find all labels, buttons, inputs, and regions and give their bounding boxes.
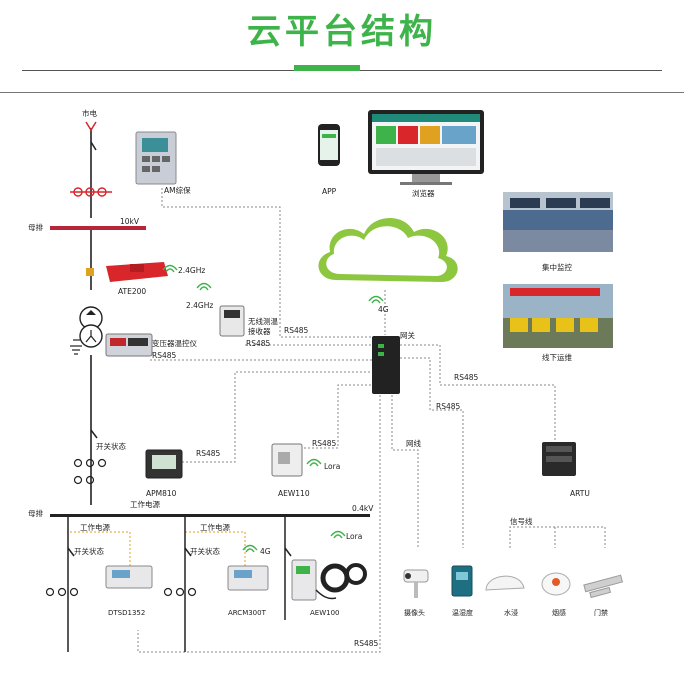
feeder-breakers	[45, 587, 197, 597]
apm810-label: APM810	[146, 489, 177, 498]
water-sensor-device	[485, 575, 525, 591]
wireless-temp-label-2: 接收器	[248, 327, 271, 336]
aew110-device	[271, 443, 303, 477]
wifi-icon-ate200	[162, 264, 178, 273]
camera-device	[403, 569, 429, 598]
central-monitor-photo	[503, 192, 613, 252]
transformer-ctrl-label: 变压器温控仪	[152, 339, 197, 348]
aew100-device	[291, 559, 367, 601]
gateway-device	[372, 336, 400, 394]
wireless-temp-label-1: 无线测温	[248, 317, 278, 326]
bus-top-label: 母排	[28, 223, 43, 232]
browser-label: 浏览器	[412, 189, 435, 198]
section-divider	[0, 92, 684, 93]
rs485-label-5: RS485	[436, 402, 461, 411]
title-divider-accent	[294, 65, 360, 71]
ground-icon	[70, 339, 82, 355]
freq-24-b-label: 2.4GHz	[186, 301, 214, 310]
arcm300t-device	[227, 565, 269, 591]
door-sensor-device	[583, 574, 624, 599]
aew110-label: AEW110	[278, 489, 310, 498]
freq-24-a-label: 2.4GHz	[178, 266, 206, 275]
cloud-shape	[318, 217, 458, 282]
work-power-label-1: 工作电源	[130, 500, 160, 509]
g4-bottom-label: 4G	[260, 547, 271, 556]
city-power-antenna-icon	[85, 121, 97, 132]
gateway-label: 网关	[400, 331, 415, 340]
breaker-row-top	[70, 187, 112, 197]
arcm300t-label: ARCM300T	[228, 609, 266, 617]
kv10-label: 10kV	[120, 217, 140, 226]
switch-state-label-1: 开关状态	[96, 442, 126, 451]
wifi-icon-lora-aew110	[306, 458, 322, 467]
door-label: 门禁	[594, 609, 608, 617]
rs485-label-6: RS485	[196, 449, 221, 458]
feeder-lines	[67, 517, 286, 652]
offline-ops-photo	[503, 284, 613, 348]
breaker-row-mid	[73, 458, 107, 485]
bus-04kv	[50, 514, 370, 517]
aew100-label: AEW100	[310, 609, 340, 617]
wifi-icon-lora-aew100	[330, 530, 346, 539]
switch-state-label-2: 开关状态	[74, 547, 104, 556]
transformer-delta-icon	[86, 310, 96, 315]
smoke-detector-device	[541, 572, 571, 596]
dtsd1352-label: DTSD1352	[108, 609, 146, 617]
signal-line-bracket	[509, 526, 606, 548]
wireless-receiver-device	[219, 305, 245, 337]
am-protect-label: AM综保	[164, 186, 191, 195]
page-title: 云平台结构	[247, 12, 437, 52]
bus-bottom-label: 母排	[28, 509, 43, 518]
g4-top-label: 4G	[378, 305, 389, 314]
network-line-label: 网线	[406, 439, 421, 448]
apm810-device	[145, 449, 183, 479]
central-monitor-label: 集中监控	[542, 263, 572, 272]
am-protect-device	[135, 131, 177, 185]
rs485-label-7: RS485	[312, 439, 337, 448]
temp-humidity-label: 温湿度	[452, 609, 473, 617]
feeder-switches	[67, 547, 292, 557]
transformer-controller-device	[105, 333, 153, 357]
app-phone-device	[318, 124, 340, 166]
work-power-label-2: 工作电源	[80, 523, 110, 532]
work-power-label-3: 工作电源	[200, 523, 230, 532]
work-power-lines	[70, 531, 246, 566]
temp-humidity-device	[451, 565, 473, 597]
ate200-device	[106, 262, 168, 282]
lora-label-1: Lora	[324, 462, 341, 471]
signal-line-label: 信号线	[510, 517, 533, 526]
camera-label: 摄像头	[404, 609, 425, 617]
wifi-icon-4g-top	[368, 295, 384, 304]
mid-switch-icon	[90, 429, 98, 439]
app-label: APP	[322, 187, 337, 196]
switch-state-label-3: 开关状态	[190, 547, 220, 556]
rs485-label-3: RS485	[152, 351, 177, 360]
ate200-junction	[86, 268, 94, 276]
wifi-icon-4g-bottom	[242, 544, 258, 553]
rs485-label-4: RS485	[454, 373, 479, 382]
artu-device	[542, 442, 576, 476]
comm-lines	[137, 188, 556, 653]
browser-monitor-device	[368, 110, 484, 185]
smoke-label: 烟感	[552, 609, 566, 617]
city-power-label: 市电	[82, 109, 97, 118]
rs485-label-2: RS485	[246, 339, 271, 348]
artu-label: ARTU	[570, 489, 590, 498]
lora-label-2: Lora	[346, 532, 363, 541]
ate200-label: ATE200	[118, 287, 147, 296]
offline-ops-label: 线下运维	[542, 353, 572, 362]
rs485-label-8: RS485	[354, 639, 379, 648]
top-switch-icon	[90, 141, 97, 151]
wifi-icon-receiver	[196, 282, 212, 291]
bus-10kv	[50, 226, 146, 230]
water-label: 水浸	[504, 609, 518, 617]
kv04-label: 0.4kV	[352, 504, 374, 513]
cloud-label: 运维云	[360, 253, 402, 269]
rs485-label-1: RS485	[284, 326, 309, 335]
dtsd1352-device	[105, 565, 153, 589]
